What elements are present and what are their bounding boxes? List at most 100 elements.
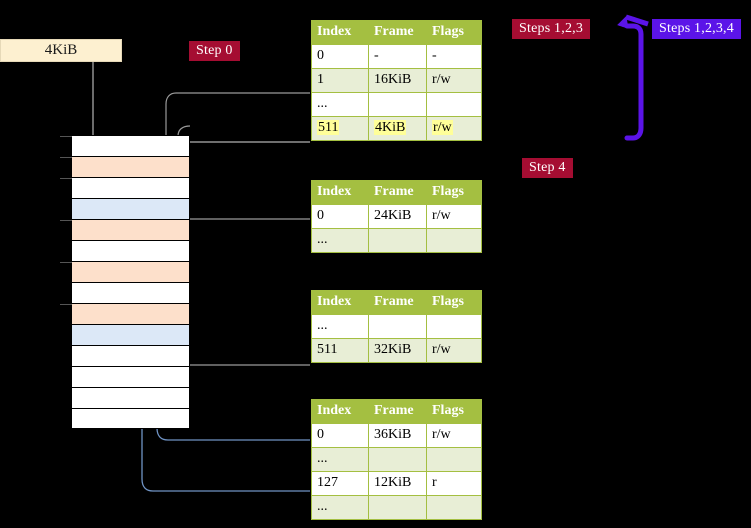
- memory-frame-row: [60, 303, 190, 324]
- memory-row-tick: [60, 136, 72, 137]
- table-cell: ...: [311, 228, 369, 253]
- badge-steps-1234: Steps 1,2,3,4: [652, 19, 741, 39]
- table-cell: [426, 447, 482, 472]
- badge-step-0: Step 0: [189, 41, 240, 61]
- table-cell: 24KiB: [368, 204, 427, 229]
- table-header-frame: Frame: [368, 20, 427, 45]
- memory-frame-row: [71, 366, 190, 387]
- table-cell: ...: [311, 314, 369, 339]
- table-cell: [426, 314, 482, 339]
- table-header-flags: Flags: [426, 180, 482, 205]
- table-header-frame: Frame: [368, 399, 427, 424]
- table-cell: ...: [311, 447, 369, 472]
- table-cell: [426, 495, 482, 520]
- memory-size-label: 4KiB: [44, 42, 78, 58]
- table-cell: r/w: [426, 116, 482, 141]
- physical-memory-column: [60, 135, 190, 429]
- memory-frame-row: [60, 156, 190, 177]
- memory-frame-row: [71, 387, 190, 408]
- arrow-steps-1234: [617, 14, 649, 141]
- badge-step-4: Step 4: [522, 158, 573, 178]
- wire-pdpt-row0-to-memory: [175, 218, 310, 255]
- table-cell: [368, 314, 427, 339]
- badge-steps-123-label: Steps 1,2,3: [519, 21, 584, 36]
- memory-frame-row: [71, 198, 190, 219]
- table-cell: -: [368, 44, 427, 69]
- table-header-index: Index: [311, 20, 369, 45]
- table-cell: r/w: [426, 204, 482, 229]
- table-cell: [368, 447, 427, 472]
- table-cell: 12KiB: [368, 471, 427, 496]
- table-cell: 0: [311, 423, 369, 448]
- memory-frame-row: [60, 219, 190, 240]
- table-header-flags: Flags: [426, 399, 482, 424]
- table-cell: 1: [311, 68, 369, 93]
- memory-row-tick: [60, 178, 72, 179]
- table-row: ...: [311, 228, 482, 253]
- table-row: ...: [311, 495, 482, 520]
- table-row: 0--: [311, 44, 482, 69]
- table-row: ...: [311, 314, 482, 339]
- table-header-index: Index: [311, 290, 369, 315]
- memory-frame-row: [71, 240, 190, 261]
- table-cell: r/w: [426, 423, 482, 448]
- table-row: 511 4KiB r/w: [311, 116, 482, 141]
- badge-steps-1234-label: Steps 1,2,3,4: [659, 21, 734, 36]
- table-cell: ...: [311, 92, 369, 117]
- table-cell: 0: [311, 44, 369, 69]
- memory-row-tick: [60, 220, 72, 221]
- table-cell: ...: [311, 495, 369, 520]
- memory-frame-row: [71, 408, 190, 429]
- highlighted-value: 4KiB: [374, 120, 407, 135]
- table-header-frame: Frame: [368, 180, 427, 205]
- table-cell: [368, 228, 427, 253]
- memory-row-tick: [60, 262, 72, 263]
- memory-frame-row: [60, 135, 190, 156]
- table-cell: 0: [311, 204, 369, 229]
- table-cell: r: [426, 471, 482, 496]
- table-cell: r/w: [426, 68, 482, 93]
- memory-frame-row: [71, 345, 190, 366]
- table-cell: 32KiB: [368, 338, 427, 363]
- memory-size-banner: 4KiB: [0, 39, 122, 62]
- table-cell: 36KiB: [368, 423, 427, 448]
- table-cell: [426, 92, 482, 117]
- table-cell: 16KiB: [368, 68, 427, 93]
- table-cell: -: [426, 44, 482, 69]
- memory-row-tick: [60, 157, 72, 158]
- badge-step-4-label: Step 4: [529, 160, 566, 175]
- table-row: ...: [311, 92, 482, 117]
- table-row: ...: [311, 447, 482, 472]
- table-cell: 511: [311, 338, 369, 363]
- table-header-index: Index: [311, 399, 369, 424]
- table-cell: 127: [311, 471, 369, 496]
- table-cell: r/w: [426, 338, 482, 363]
- badge-step-0-label: Step 0: [196, 43, 233, 58]
- memory-frame-row: [60, 177, 190, 198]
- memory-frame-row: [71, 282, 190, 303]
- table-header-flags: Flags: [426, 20, 482, 45]
- memory-row-tick: [60, 304, 72, 305]
- table-header-frame: Frame: [368, 290, 427, 315]
- highlighted-value: 511: [317, 120, 340, 135]
- memory-frame-row: [60, 261, 190, 282]
- table-cell: 4KiB: [368, 116, 427, 141]
- memory-frame-row: [71, 324, 190, 345]
- table-cell: [426, 228, 482, 253]
- table-cell: [368, 92, 427, 117]
- badge-steps-123: Steps 1,2,3: [512, 19, 591, 39]
- table-cell: 511: [311, 116, 369, 141]
- highlighted-value: r/w: [432, 120, 453, 135]
- table-cell: [368, 495, 427, 520]
- table-header-index: Index: [311, 180, 369, 205]
